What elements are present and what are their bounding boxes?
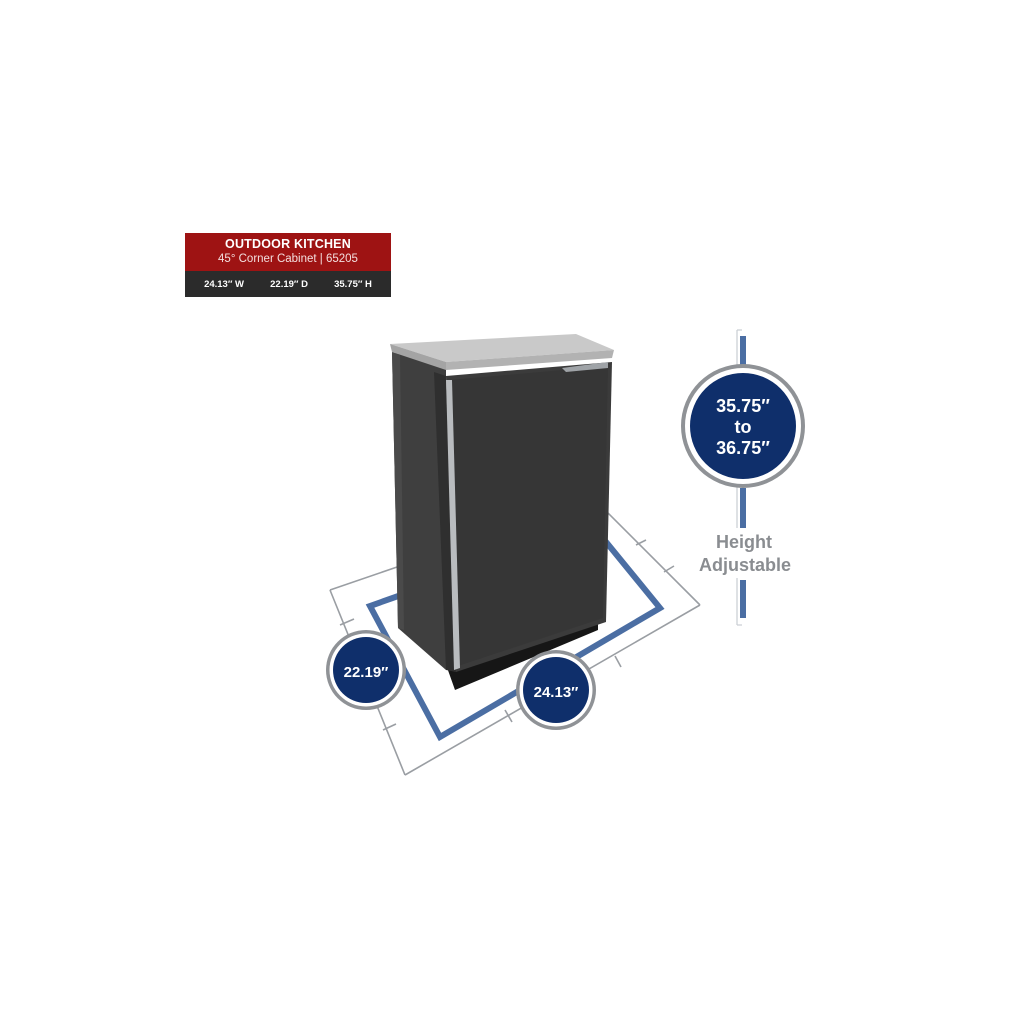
- width-badge-text: 24.13″: [534, 684, 579, 701]
- product-name-subtitle: 45° Corner Cabinet | 65205: [218, 253, 358, 265]
- product-dimensions-bar: 24.13″ W 22.19″ D 35.75″ H: [185, 271, 391, 297]
- height-to-text: to: [735, 417, 752, 437]
- product-label-card: OUTDOOR KITCHEN 45° Corner Cabinet | 652…: [185, 233, 391, 297]
- width-badge: 24.13″: [516, 650, 596, 730]
- dimension-height: 35.75″ H: [334, 278, 372, 290]
- height-min-text: 35.75″: [716, 396, 770, 416]
- floor-footprint-blue: [365, 535, 665, 742]
- height-max-text: 36.75″: [716, 438, 770, 458]
- height-range-badge: 35.75″ to 36.75″: [681, 364, 805, 488]
- product-category-title: OUTDOOR KITCHEN: [225, 237, 351, 251]
- cabinet: [390, 334, 614, 690]
- dimension-width: 24.13″ W: [204, 278, 244, 290]
- product-label-header: OUTDOOR KITCHEN 45° Corner Cabinet | 652…: [185, 233, 391, 271]
- dimension-depth: 22.19″ D: [270, 278, 308, 290]
- height-caption-line1: Height: [716, 532, 772, 552]
- height-caption-line2: Adjustable: [699, 555, 791, 575]
- depth-badge-text: 22.19″: [344, 664, 389, 681]
- depth-badge: 22.19″: [326, 630, 406, 710]
